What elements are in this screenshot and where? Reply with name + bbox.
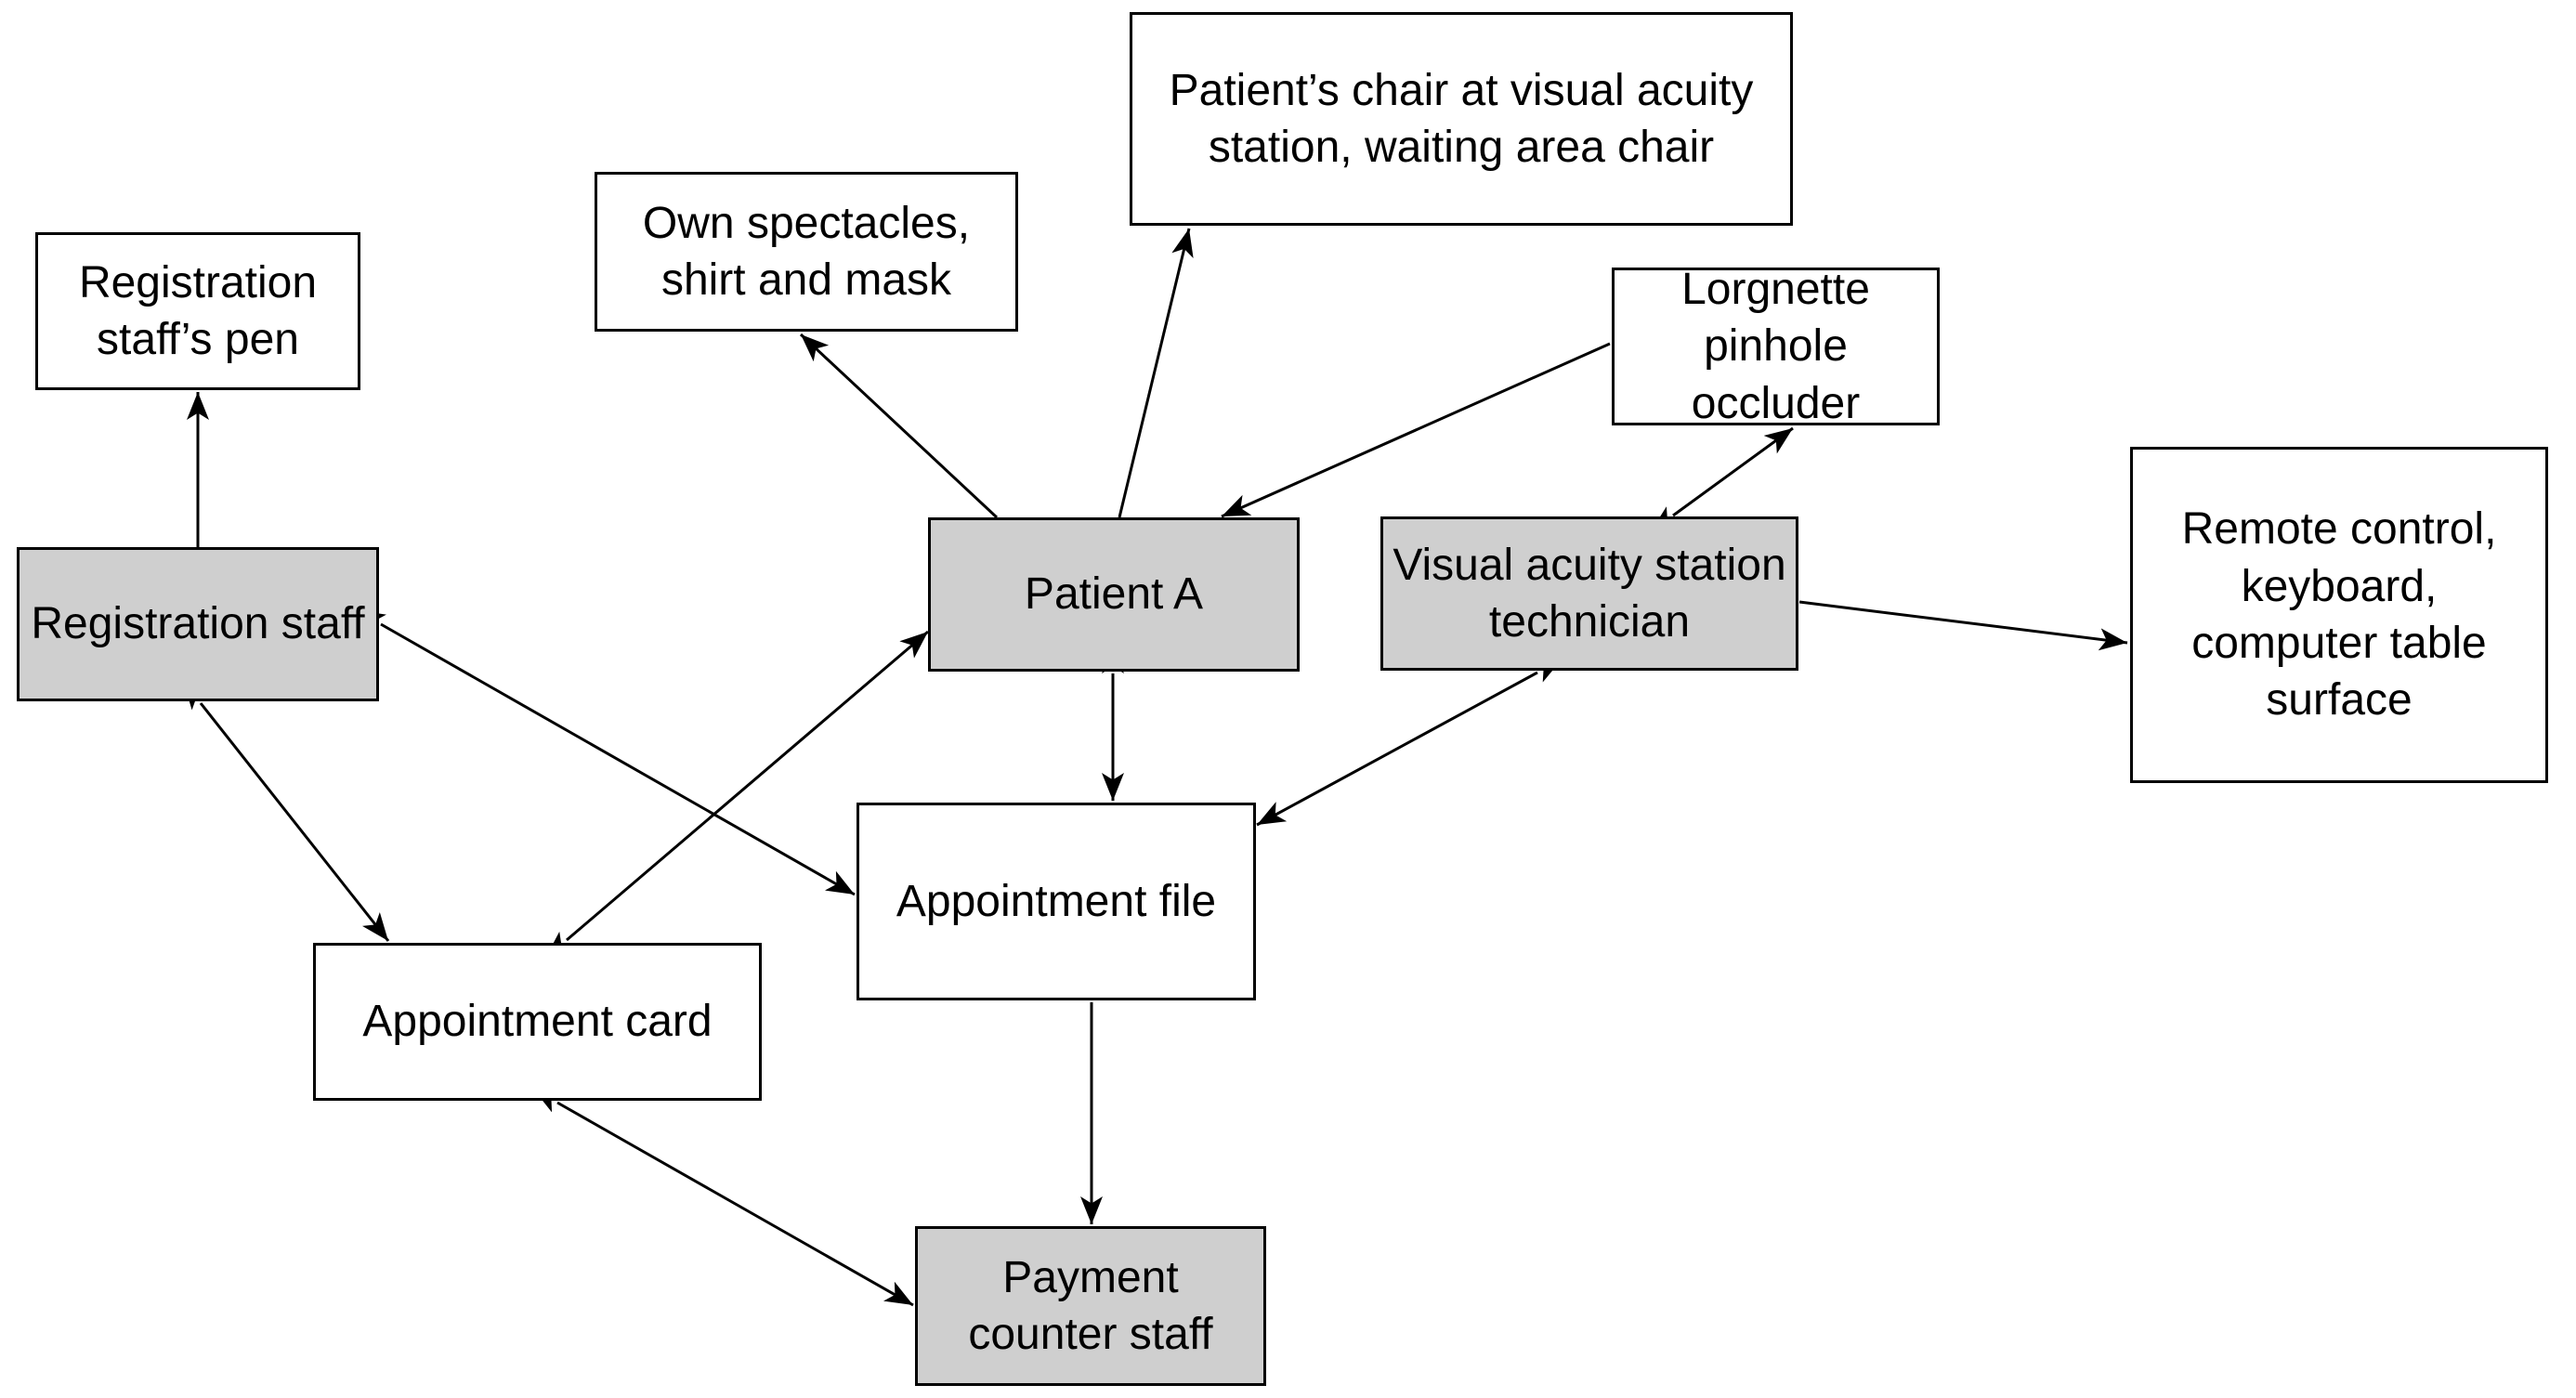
node-label-registration-staff: Registration staff — [31, 599, 365, 649]
node-own-spectacles-shirt-and-mask[interactable]: Own spectacles, shirt and mask — [595, 172, 1018, 332]
edge-registration-staff-to-appointment-file — [356, 610, 856, 896]
edge-patient-a-to-own-spectacles — [799, 333, 999, 519]
edge-technician-to-remote-control — [1798, 600, 2128, 651]
node-remote-control-keyboard-computer-table-surface[interactable]: Remote control, keyboard, computer table… — [2130, 447, 2548, 783]
edge-appointment-card-to-payment-counter-staff — [532, 1089, 914, 1307]
node-appointment-card[interactable]: Appointment card — [313, 943, 762, 1101]
node-registration-staffs-pen[interactable]: Registration staff’s pen — [35, 232, 360, 390]
node-label-appointment-file: Appointment file — [896, 876, 1217, 926]
node-label-lorgnette-pinhole-occluder: Lorgnette pinhole occluder — [1681, 264, 1870, 428]
node-payment-counter-staff[interactable]: Payment counter staff — [915, 1226, 1266, 1386]
node-appointment-file[interactable]: Appointment file — [856, 803, 1256, 1000]
node-label-registration-staffs-pen: Registration staff’s pen — [78, 257, 318, 364]
node-label-visual-acuity-station-technician: Visual acuity station technician — [1393, 540, 1786, 647]
edge-registration-staff-to-appointment-card — [183, 681, 390, 942]
node-label-patient-a: Patient A — [1024, 569, 1204, 620]
node-label-own-spectacles-shirt-and-mask: Own spectacles, shirt and mask — [642, 198, 971, 305]
edges-group — [183, 228, 2128, 1307]
node-patients-chair-waiting-area-chair[interactable]: Patient’s chair at visual acuity station… — [1130, 12, 1793, 226]
edge-technician-to-appointment-file — [1256, 659, 1563, 827]
node-label-payment-counter-staff: Payment counter staff — [968, 1252, 1213, 1359]
node-patient-a[interactable]: Patient A — [928, 517, 1300, 672]
edge-technician-to-lorgnette — [1650, 426, 1794, 532]
node-registration-staff[interactable]: Registration staff — [17, 547, 379, 701]
node-visual-acuity-station-technician[interactable]: Visual acuity station technician — [1380, 516, 1798, 671]
node-lorgnette-pinhole-occluder[interactable]: Lorgnette pinhole occluder — [1612, 265, 1940, 428]
edge-appointment-card-to-patient-a — [545, 630, 929, 959]
node-label-appointment-card: Appointment card — [362, 997, 713, 1047]
edge-lorgnette-to-patient-a — [1221, 342, 1611, 518]
node-label-patients-chair-waiting-area-chair: Patient’s chair at visual acuity station… — [1169, 65, 1754, 172]
edge-patient-a-to-patients-chair — [1118, 228, 1194, 518]
node-label-remote-control-keyboard-computer-table-surface: Remote control, keyboard, computer table… — [2181, 504, 2497, 725]
